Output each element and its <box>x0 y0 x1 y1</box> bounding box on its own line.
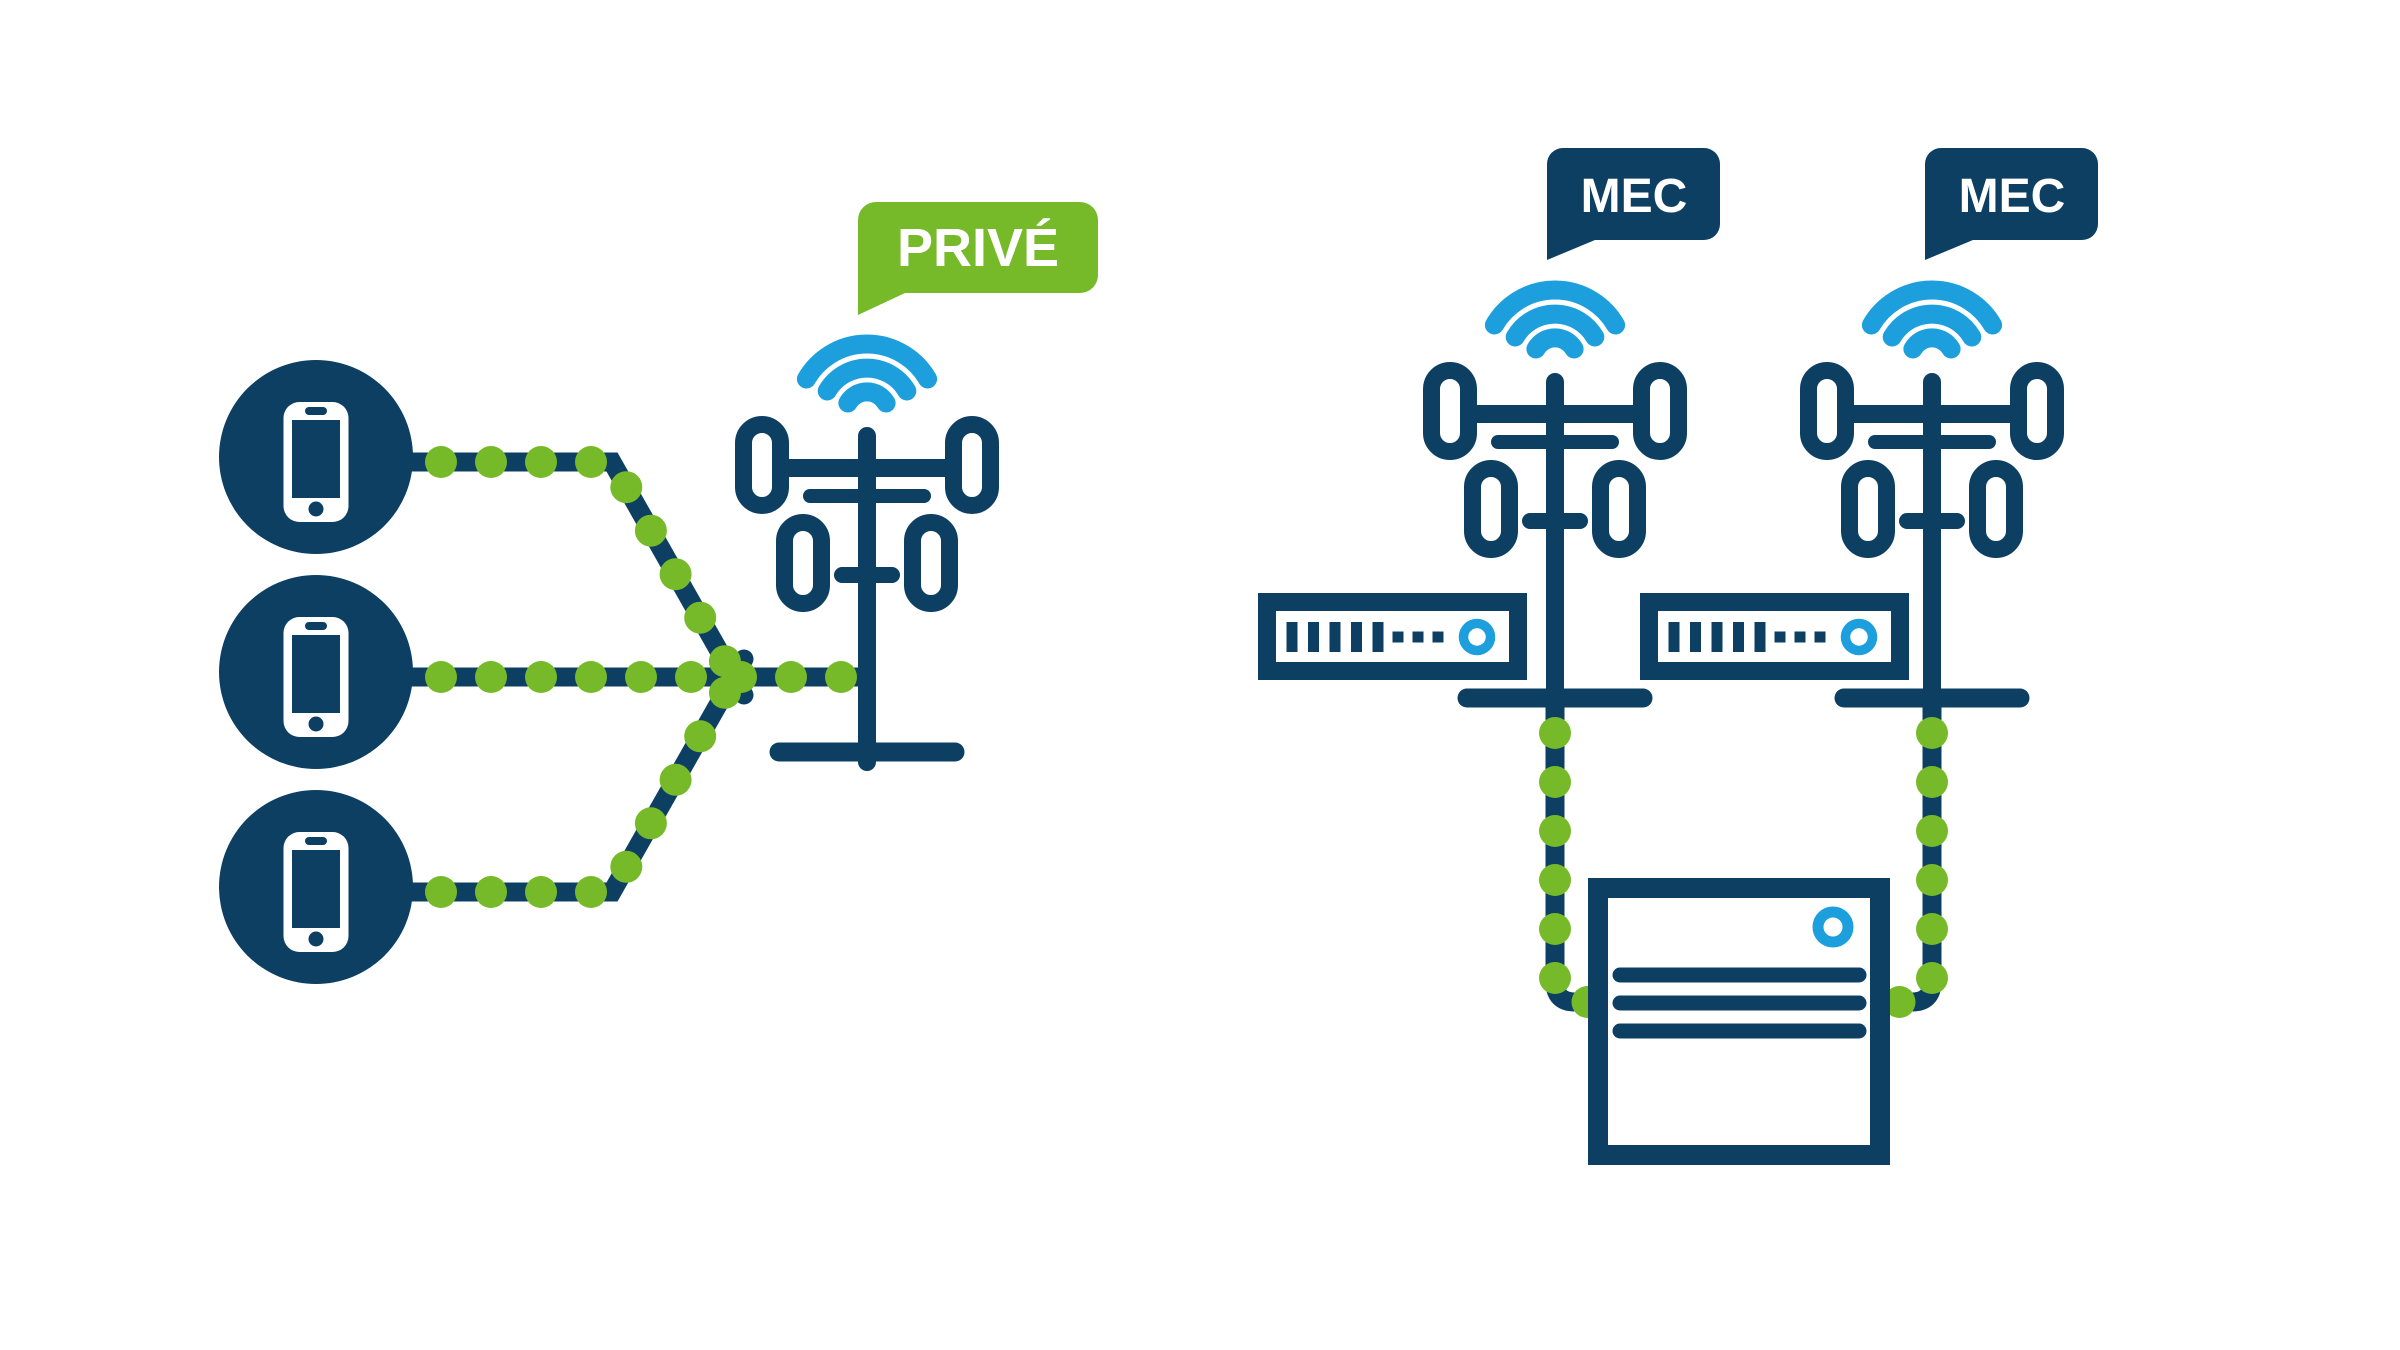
mec-label-left: MEC <box>1581 170 1688 223</box>
mec-label-right: MEC <box>1959 170 2066 223</box>
connection-dot <box>475 446 507 478</box>
connection-dot <box>625 661 657 693</box>
connection-dot <box>1916 962 1948 994</box>
connection-dot <box>775 661 807 693</box>
connection-dot <box>1539 766 1571 798</box>
connection-dot <box>525 661 557 693</box>
device-to-tower-connections <box>401 446 868 908</box>
connection-dot <box>1539 913 1571 945</box>
connection-dot <box>1539 815 1571 847</box>
connection-dot <box>525 446 557 478</box>
connection-dot <box>575 446 607 478</box>
connection-dot <box>1916 815 1948 847</box>
smartphone-device-icon <box>219 790 413 984</box>
dotted-connection-bottom <box>401 649 754 902</box>
edge-router-icon-right <box>1649 602 1900 671</box>
connection-dot <box>1916 913 1948 945</box>
connection-dot <box>659 558 692 591</box>
connection-dot <box>684 720 717 753</box>
mec-network-group: MEC MEC <box>1267 148 2098 1165</box>
connection-dot <box>659 763 692 796</box>
connection-dot <box>1539 717 1571 749</box>
connection-dot <box>634 514 667 547</box>
server-slots <box>1612 967 1867 1039</box>
connection-dot <box>425 876 457 908</box>
connection-dot <box>1916 766 1948 798</box>
mec-speech-bubble-right <box>1925 148 2098 260</box>
connection-dot <box>575 876 607 908</box>
connection-dot <box>425 661 457 693</box>
server-icon <box>1588 878 1890 1165</box>
server-indicator-icon <box>1812 906 1854 948</box>
smartphone-device-icon <box>219 360 413 554</box>
prive-label: PRIVÉ <box>897 218 1059 278</box>
smartphone-device-icon <box>219 575 413 769</box>
connection-dot <box>684 601 717 634</box>
connection-dot <box>575 661 607 693</box>
connection-dot <box>708 676 741 709</box>
connection-dot <box>610 850 643 883</box>
private-cell-tower-icon <box>744 344 991 762</box>
connection-dot <box>675 661 707 693</box>
connection-dot <box>634 807 667 840</box>
tower-to-server-connections <box>1539 690 1948 1018</box>
connection-dot <box>525 876 557 908</box>
connection-dot <box>825 661 857 693</box>
connection-dot <box>1916 864 1948 896</box>
prive-speech-bubble <box>858 202 1098 315</box>
connection-dot <box>610 471 643 504</box>
connection-dot <box>1539 864 1571 896</box>
mec-speech-bubble-left <box>1547 148 1720 260</box>
edge-router-icon-left <box>1267 602 1518 671</box>
connection-dot <box>1883 986 1916 1018</box>
connection-dot <box>425 446 457 478</box>
connection-dot <box>475 661 507 693</box>
connection-dot <box>1539 962 1571 994</box>
private-network-group: PRIVÉ <box>219 202 1098 984</box>
connection-dot <box>475 876 507 908</box>
server-chassis <box>1588 878 1890 1165</box>
dotted-connection-top <box>401 452 754 705</box>
connection-dot <box>1916 717 1948 749</box>
